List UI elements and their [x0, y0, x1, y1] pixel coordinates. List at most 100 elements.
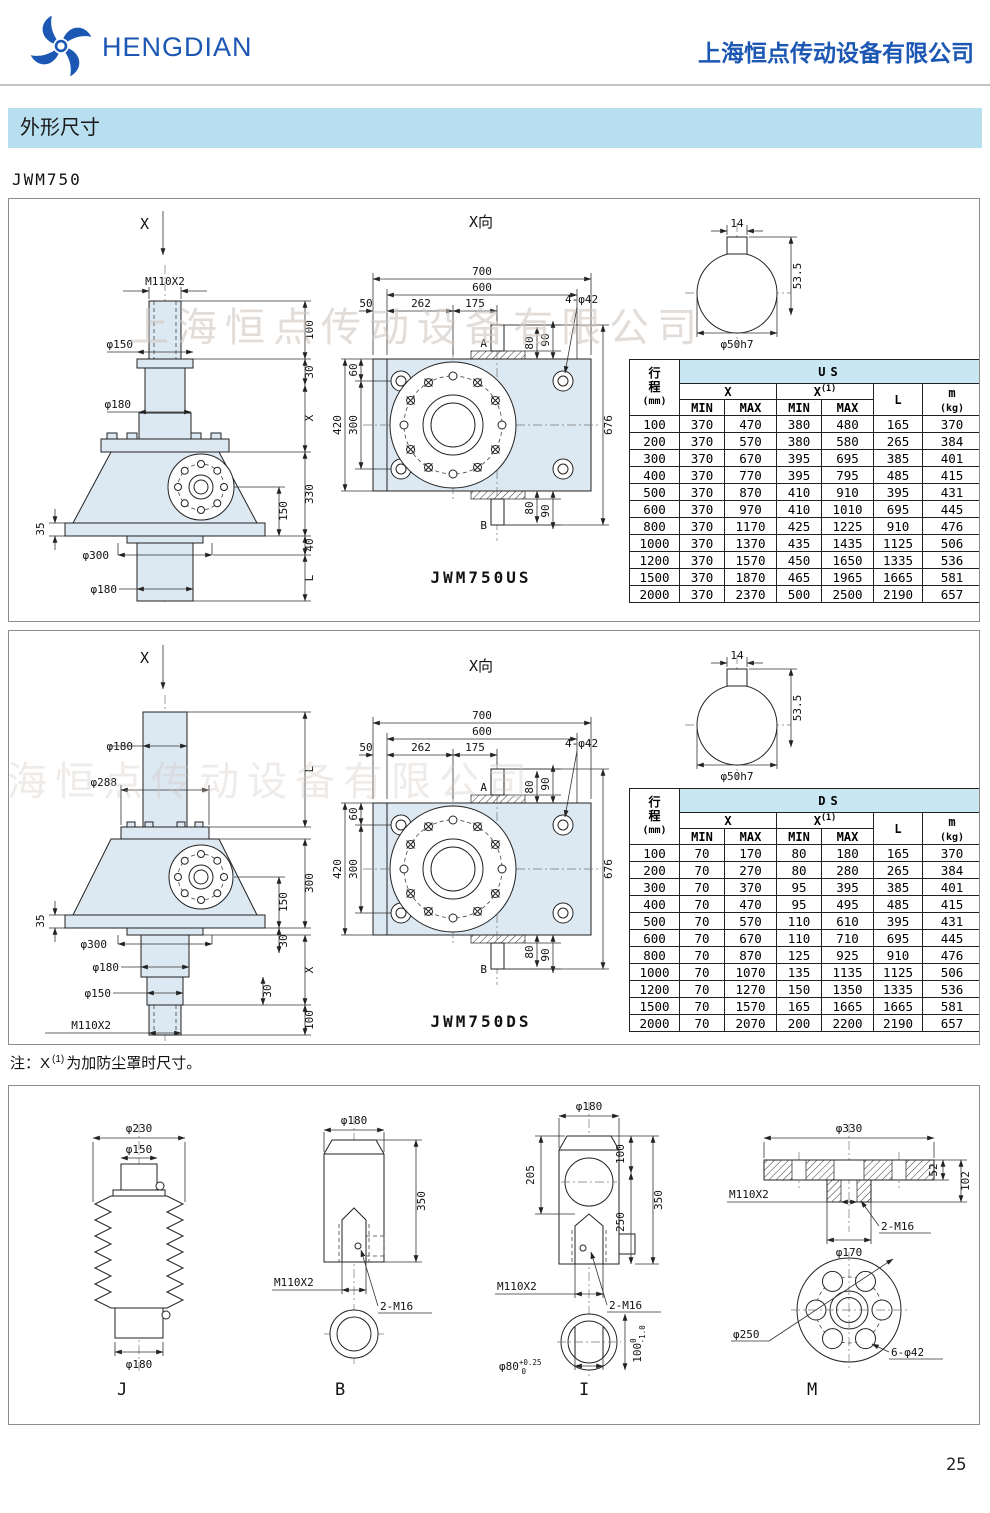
table-cell: 70: [679, 980, 725, 998]
dim-label-80b: 80: [523, 945, 536, 958]
table-cell: 395: [873, 912, 923, 930]
table-cell: 1000: [629, 963, 680, 981]
table-cell: 536: [921, 551, 979, 569]
dim-label-90b: 90: [539, 504, 552, 517]
table-cell: 1335: [873, 980, 923, 998]
jack-body: [64, 711, 266, 1036]
dim-label-676: 676: [602, 859, 615, 879]
table-cell: 500: [629, 483, 680, 501]
table-cell: 70: [679, 844, 725, 862]
table-cell: 70: [679, 861, 725, 879]
dim-label-100: 100: [614, 1144, 627, 1164]
fitting-b-drawing: φ180 350 M110X2 2-M16: [254, 1102, 464, 1371]
table-cell: 425: [776, 517, 822, 535]
table-cell: 1170: [724, 517, 777, 535]
table-cell: 695: [873, 500, 923, 518]
col-header-l: L: [873, 383, 923, 416]
table-cell: 150: [776, 980, 822, 998]
col-header-l: L: [873, 812, 923, 845]
axis-arrow: X: [140, 211, 166, 256]
table-cell: 485: [873, 895, 923, 913]
table-cell: 370: [921, 844, 979, 862]
table-cell: 370: [679, 534, 725, 552]
table-cell: 380: [776, 415, 822, 433]
drawing-caption: JWM750DS: [430, 1012, 531, 1031]
ds-xview-drawing: X向: [331, 653, 631, 1044]
ds-drawing-panel: 上海恒点传动设备有限公司 X: [8, 630, 980, 1045]
table-cell: 410: [776, 483, 822, 501]
bolt-circle-marks: [399, 815, 507, 923]
col-header-stroke: 行程(mm): [629, 788, 680, 845]
dim-label-40: 40: [303, 538, 316, 551]
page-number: 25: [946, 1455, 967, 1475]
table-cell: 70: [679, 997, 725, 1015]
table-cell: 384: [921, 861, 979, 879]
table-cell: 2000: [629, 1014, 680, 1032]
bolt-circle-marks: [399, 371, 507, 479]
section-title-bar: 外形尺寸: [8, 108, 982, 148]
dim-label-102: 102: [959, 1171, 972, 1191]
table-cell: 580: [821, 432, 874, 450]
col-header-max: MAX: [724, 399, 777, 416]
table-cell: 165: [873, 844, 923, 862]
col-header-min: MIN: [776, 828, 822, 845]
table-cell: 300: [629, 878, 680, 896]
us-table-wrap: 行程(mm) US X X(1) L m(kg) MIN MAX MIN MAX: [629, 359, 979, 603]
fitting-j-drawing: φ230 φ150 φ180: [39, 1096, 239, 1385]
dim-label-262: 262: [411, 297, 431, 310]
dim-label-50: 50: [359, 297, 372, 310]
table-cell: 657: [921, 1014, 979, 1032]
table-cell: 910: [873, 517, 923, 535]
table-cell: 200: [629, 861, 680, 879]
dim-label-150: 150: [277, 892, 290, 912]
table-cell: 135: [776, 963, 822, 981]
dim-label-thread: M110X2: [729, 1188, 769, 1201]
dim-label-axis: X: [140, 215, 149, 233]
dim-label-d288: φ288: [91, 776, 118, 789]
dim-label-90b: 90: [539, 948, 552, 961]
label-a: A: [480, 781, 487, 794]
dim-label-420: 420: [331, 415, 344, 435]
table-cell: 581: [921, 997, 979, 1015]
dim-label-x: X: [303, 414, 316, 421]
table-cell: 70: [679, 895, 725, 913]
table-cell: 370: [679, 449, 725, 467]
dim-label-175: 175: [465, 297, 485, 310]
dim-label-100: 100: [303, 320, 316, 340]
col-header-max: MAX: [821, 828, 874, 845]
table-cell: 1570: [724, 997, 777, 1015]
table-cell: 370: [679, 517, 725, 535]
dim-label-2m16: 2-M16: [609, 1299, 642, 1312]
table-cell: 2370: [724, 585, 777, 603]
table-cell: 70: [679, 1014, 725, 1032]
table-cell: 400: [629, 895, 680, 913]
dim-label-100: 100: [303, 1010, 316, 1030]
dim-label-l: L: [303, 574, 316, 581]
company-name: 上海恒点传动设备有限公司: [698, 40, 974, 66]
dim-label-axis: X: [140, 649, 149, 667]
section-title: 外形尺寸: [20, 117, 100, 139]
table-cell: 200: [776, 1014, 822, 1032]
table-cell: 870: [724, 946, 777, 964]
table-cell: 910: [821, 483, 874, 501]
table-cell: 500: [629, 912, 680, 930]
table-cell: 401: [921, 449, 979, 467]
table-cell: 1870: [724, 568, 777, 586]
table-cell: 1350: [821, 980, 874, 998]
table-cell: 970: [724, 500, 777, 518]
table-cell: 670: [724, 929, 777, 947]
dim-label-700: 700: [472, 709, 492, 722]
col-header-x1: X(1): [776, 383, 874, 400]
table-cell: 395: [776, 466, 822, 484]
label-a: A: [480, 337, 487, 350]
table-cell: 70: [679, 929, 725, 947]
dim-label-d330: φ330: [836, 1122, 863, 1135]
table-cell: 670: [724, 449, 777, 467]
